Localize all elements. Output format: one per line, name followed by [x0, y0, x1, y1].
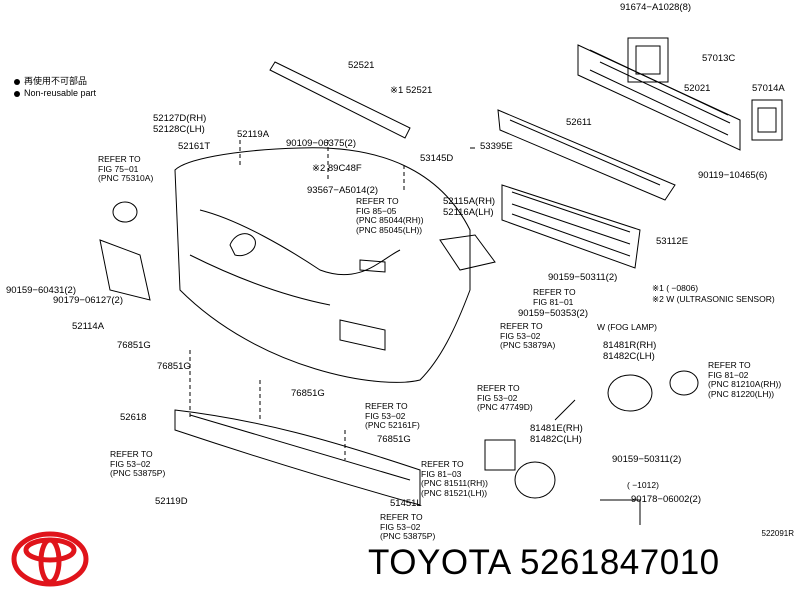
- side-retainer-drawing: [439, 234, 496, 271]
- refer-to-note: REFER TO FIG 53−02 (PNC 47749D): [477, 383, 533, 412]
- part-label: 57014A: [752, 83, 785, 94]
- part-label: 90179−06127(2): [53, 295, 123, 306]
- refer-to-note: REFER TO FIG 53−02 (PNC 53879A): [500, 321, 556, 350]
- part-label: 76851G: [117, 340, 151, 351]
- refer-to-note: REFER TO FIG 81−01: [533, 287, 576, 307]
- part-label: ※2 89C48F: [312, 163, 362, 174]
- part-label: 53145D: [420, 153, 454, 164]
- non-reusable-bullet-icon: [14, 78, 20, 85]
- fog-lamp-drawing: [484, 370, 699, 499]
- lower-cover-drawing: [174, 409, 421, 506]
- part-label: 57013C: [702, 53, 736, 64]
- part-label: 90159−50311(2): [548, 272, 618, 283]
- part-label: 76851G: [377, 434, 411, 445]
- part-label: 52521: [348, 60, 375, 71]
- refer-to-note: REFER TO FIG 53−02 (PNC 53875P): [380, 512, 436, 541]
- part-label: 52119A: [237, 129, 270, 140]
- part-number: 5261847010: [519, 543, 720, 582]
- part-label: 52115A(RH): [443, 196, 496, 207]
- part-label: 90159−50353(2): [518, 308, 588, 319]
- part-label: 52127D(RH): [153, 113, 207, 124]
- leader-lines: [189, 140, 641, 525]
- legend-text-jp: 再使用不可部品: [24, 76, 88, 86]
- part-label: 90109−06375(2): [286, 138, 356, 149]
- part-label: 81482C(LH): [603, 351, 655, 362]
- part-label: 52618: [120, 412, 147, 423]
- part-label: 91674−A1028(8): [620, 2, 692, 13]
- part-label: 76851G: [157, 361, 191, 372]
- upper-retainer-drawing: [269, 61, 411, 139]
- part-label: 90159−60431(2): [6, 285, 76, 296]
- legend: 再使用不可部品 Non-reusable part: [14, 75, 96, 99]
- legend-text-en: Non-reusable part: [24, 88, 97, 98]
- toyota-logo-icon: [11, 531, 89, 587]
- part-label: 90119−10465(6): [698, 170, 768, 181]
- refer-to-note: REFER TO FIG 85−05 (PNC 85044(RH)) (PNC …: [356, 196, 424, 235]
- refer-to-note: REFER TO FIG 53−02 (PNC 53875P): [110, 449, 166, 478]
- brand-name: TOYOTA: [368, 543, 510, 582]
- non-reusable-bullet-icon: [14, 90, 20, 97]
- part-label: 52114A: [72, 321, 105, 332]
- refer-to-note: REFER TO FIG 81−02 (PNC 81210A(RH)) (PNC…: [708, 360, 782, 399]
- part-label: 52116A(LH): [443, 207, 494, 218]
- part-label: ※1 52521: [390, 85, 433, 96]
- applicability-note: ※1 ( −0806): [652, 283, 699, 293]
- bumper-cover-drawing: [174, 147, 471, 383]
- lower-grille-drawing: [501, 184, 641, 269]
- refer-to-note: REFER TO FIG 81−03 (PNC 81511(RH)) (PNC …: [421, 459, 488, 498]
- part-label: 90178−06002(2): [631, 494, 701, 505]
- applicability-note: ( −1012): [627, 480, 659, 490]
- part-label: 52128C(LH): [153, 124, 205, 135]
- part-label: 81482C(LH): [530, 434, 582, 445]
- part-label: 53395E: [480, 141, 513, 152]
- applicability-note: ※2 W (ULTRASONIC SENSOR): [652, 294, 775, 304]
- diagram-code: 522091R: [761, 529, 794, 538]
- reinforcement-bar-drawing: [577, 44, 741, 151]
- part-label: 90159−50311(2): [612, 454, 682, 465]
- part-label: 52021: [684, 83, 711, 94]
- bracket-57014a-drawing: [751, 99, 783, 141]
- refer-to-note: REFER TO FIG 75−01 (PNC 75310A): [98, 154, 154, 183]
- part-label: 52161T: [178, 141, 211, 152]
- part-label: 81481E(RH): [530, 423, 583, 434]
- bracket-57013c-drawing: [627, 37, 669, 83]
- fog-lamp-note: W (FOG LAMP): [597, 322, 657, 332]
- part-label: 76851G: [291, 388, 325, 399]
- refer-to-note: REFER TO FIG 53−02 (PNC 52161F): [365, 401, 420, 430]
- part-label: 52119D: [155, 496, 188, 507]
- part-label: 93567−A5014(2): [307, 185, 379, 196]
- side-bracket-drawing: [99, 239, 151, 301]
- energy-absorber-drawing: [497, 109, 676, 201]
- emblem-drawing: [112, 201, 138, 223]
- part-label: 52611: [566, 117, 592, 128]
- part-label: 53112E: [656, 236, 689, 247]
- part-label: 51451L: [390, 498, 422, 509]
- part-label: 81481R(RH): [603, 340, 657, 351]
- brand-part-number: TOYOTA 5261847010: [368, 543, 720, 583]
